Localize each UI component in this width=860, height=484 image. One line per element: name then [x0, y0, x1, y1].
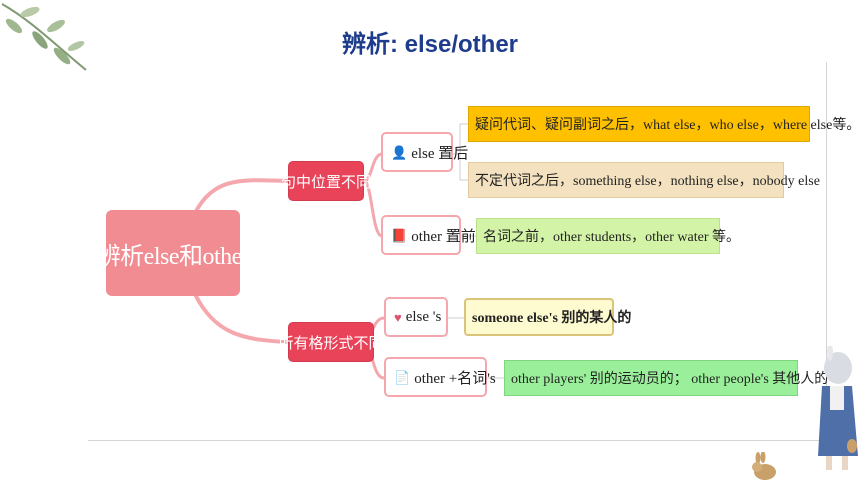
leaf-other-before-noun: 名词之前，other students，other water 等。 [476, 218, 740, 254]
rabbit-icon [752, 452, 776, 480]
person-icon: 👤 [391, 144, 408, 160]
document-icon: 📄 [394, 369, 411, 385]
sub-else-possessive: ♥ else 's [384, 297, 448, 337]
sub-other-noun-possessive-label: other +名词's [414, 370, 496, 387]
sub-else-after-label: else 置后 [411, 145, 469, 162]
connector-root-branch2 [193, 292, 290, 344]
sub-other-noun-possessive: 📄 other +名词's [384, 357, 496, 397]
girl-figure-icon [818, 346, 858, 470]
frame-vertical-line [826, 62, 827, 440]
connector-root-branch1 [193, 178, 290, 215]
connector-sub1-leaf2 [452, 153, 468, 181]
book-icon: 📕 [391, 227, 408, 243]
page-title: 辨析: else/other [341, 31, 519, 58]
branch-position: 句中位置不同 [281, 161, 371, 201]
leaf-else-after-indefinite: 不定代词之后，something else，nothing else，nobod… [468, 162, 820, 198]
connector-branch1-sub2 [362, 179, 384, 238]
branch-possessive: 所有格形式不同 [279, 322, 384, 362]
sub-other-before: 📕 other 置前 [381, 215, 476, 255]
root-node: 辨析else和other [97, 210, 250, 296]
leaf-else-possessive-example: someone else's 别的某人的 [464, 298, 631, 336]
sub-else-possessive-label: else 's [405, 308, 442, 325]
sub-else-after: 👤 else 置后 [381, 132, 468, 172]
frame-horizontal-line [88, 440, 828, 441]
heart-icon: ♥ [394, 309, 402, 325]
sub-other-before-label: other 置前 [411, 228, 476, 245]
leaf-other-possessive-example: other players' 别的运动员的； other people's 其他… [504, 360, 828, 396]
leaf-else-after-question: 疑问代词、疑问副词之后，what else，who else，where els… [468, 106, 860, 142]
leaf-branch-icon [1, 3, 87, 71]
